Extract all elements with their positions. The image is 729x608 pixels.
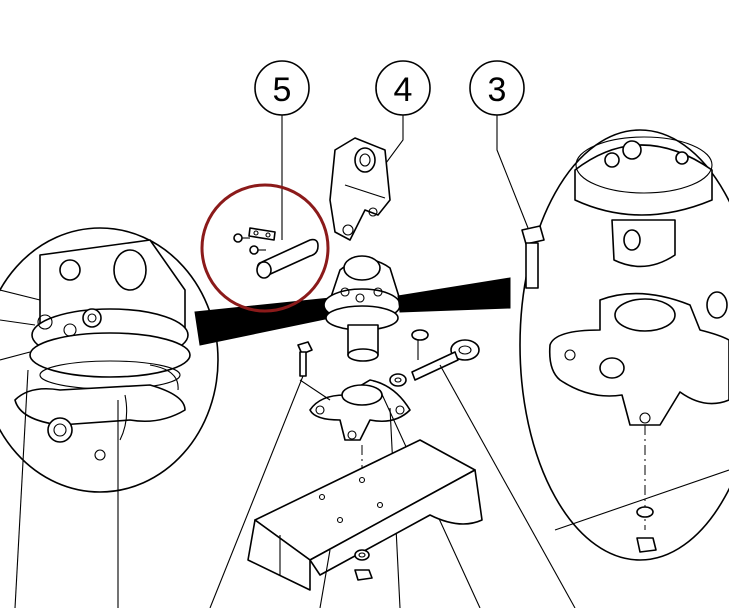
callout-3-label: 3 bbox=[488, 71, 507, 109]
callout-3[interactable]: 3 bbox=[469, 60, 525, 116]
eye-bolt[interactable] bbox=[389, 329, 576, 608]
callout-5[interactable]: 5 bbox=[254, 60, 310, 116]
bottom-nuts[interactable] bbox=[354, 549, 373, 581]
callout-5-label: 5 bbox=[273, 71, 292, 109]
part-4-bracket[interactable] bbox=[329, 137, 391, 241]
mounting-plate[interactable] bbox=[247, 439, 483, 608]
highlight-ring-part-5 bbox=[200, 183, 330, 313]
connector-wedge bbox=[397, 277, 511, 313]
right-detail-view bbox=[519, 129, 729, 561]
callout-4[interactable]: 4 bbox=[375, 60, 431, 116]
center-rotator[interactable] bbox=[323, 255, 401, 362]
leader-lines bbox=[281, 115, 529, 240]
callout-4-label: 4 bbox=[394, 71, 413, 109]
center-bolt[interactable] bbox=[209, 341, 313, 608]
left-detail-view bbox=[0, 227, 331, 608]
